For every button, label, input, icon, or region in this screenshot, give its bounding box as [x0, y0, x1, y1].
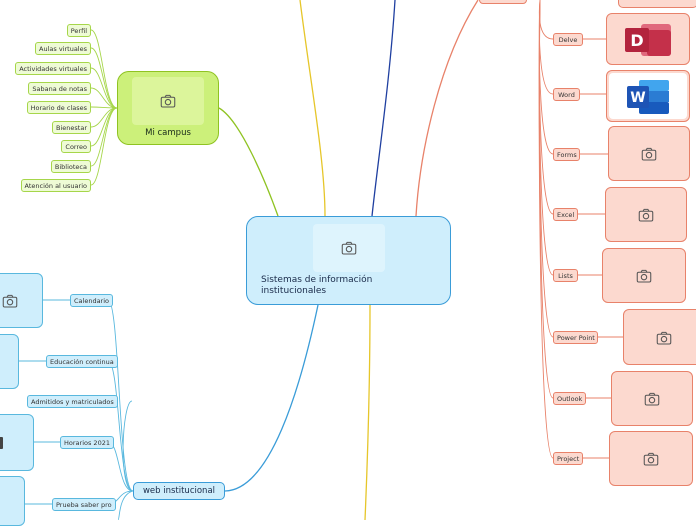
office-item-forms[interactable]: Forms: [553, 148, 580, 161]
office-item-project[interactable]: Project: [553, 452, 583, 465]
office-item-excel[interactable]: Excel: [553, 208, 578, 221]
mi-campus-item-atencion[interactable]: Atención al usuario: [20, 179, 91, 192]
forms-image-card: [608, 126, 690, 181]
camera-icon: [341, 241, 357, 255]
svg-text:D: D: [630, 31, 643, 50]
camera-icon: [656, 331, 672, 345]
delve-image-card: D: [606, 13, 690, 65]
web-item-prueba-saber-pro[interactable]: Prueba saber pro: [52, 498, 116, 511]
camera-icon: [644, 392, 660, 406]
web-item-admitidos[interactable]: Admitidos y matriculados: [27, 395, 118, 408]
excel-image-card: [605, 187, 687, 242]
central-title: Sistemas de información institucionales: [261, 275, 373, 296]
mi-campus-item-horario[interactable]: Horario de clases: [26, 101, 91, 114]
office-top-card-partial: [618, 0, 696, 8]
office-item-power-point[interactable]: Power Point: [553, 331, 598, 344]
web-calendario-image-card: [0, 273, 43, 328]
office-item-word[interactable]: Word: [553, 88, 580, 101]
central-image-placeholder: [313, 224, 385, 272]
office-item-outlook[interactable]: Outlook: [553, 392, 586, 405]
mi-campus-item-actividades[interactable]: Actividades virtuales: [15, 62, 91, 75]
mi-campus-item-biblioteca[interactable]: Biblioteca: [50, 160, 91, 173]
camera-icon: [636, 269, 652, 283]
office-item-delve[interactable]: Delve: [553, 33, 583, 46]
outlook-image-card: [611, 371, 693, 426]
svg-text:W: W: [630, 90, 645, 106]
camera-icon: [641, 147, 657, 161]
camera-icon: [638, 208, 654, 222]
mi-campus-image-placeholder: [132, 77, 204, 125]
mi-campus-item-sabana[interactable]: Sabana de notas: [28, 82, 91, 95]
project-image-card: [609, 431, 693, 486]
word-image-card: W: [606, 70, 690, 122]
camera-icon: [643, 452, 659, 466]
mi-campus-item-perfil[interactable]: Perfil: [66, 24, 91, 37]
web-item-horarios-2021[interactable]: Horarios 2021: [60, 436, 114, 449]
mi-campus-item-correo[interactable]: Correo: [61, 140, 91, 153]
web-item-educacion-continua[interactable]: Educación continua: [46, 355, 118, 368]
office-item-lists[interactable]: Lists: [553, 269, 578, 282]
camera-icon: [160, 94, 176, 108]
word-logo-icon: W: [627, 80, 669, 114]
delve-logo-icon: D: [625, 24, 671, 56]
mi-campus-item-bienestar[interactable]: Bienestar: [52, 121, 91, 134]
web-institucional-topic[interactable]: web institucional: [133, 482, 225, 500]
power-point-image-card: [623, 309, 696, 365]
lists-image-card: [602, 248, 686, 303]
partial-icon-fragment: [0, 437, 3, 449]
central-topic[interactable]: Sistemas de información institucionales: [246, 216, 451, 305]
web-saber-pro-image-card: [0, 476, 25, 526]
mi-campus-item-aulas[interactable]: Aulas virtuales: [35, 42, 91, 55]
mi-campus-topic[interactable]: Mi campus: [117, 71, 219, 145]
camera-icon: [2, 294, 18, 308]
mi-campus-title: Mi campus: [145, 128, 191, 138]
office-branch-node-partial[interactable]: [479, 0, 527, 4]
web-educacion-image-card: [0, 334, 19, 389]
web-horarios-image-card: [0, 414, 34, 471]
web-item-calendario[interactable]: Calendario: [70, 294, 114, 307]
